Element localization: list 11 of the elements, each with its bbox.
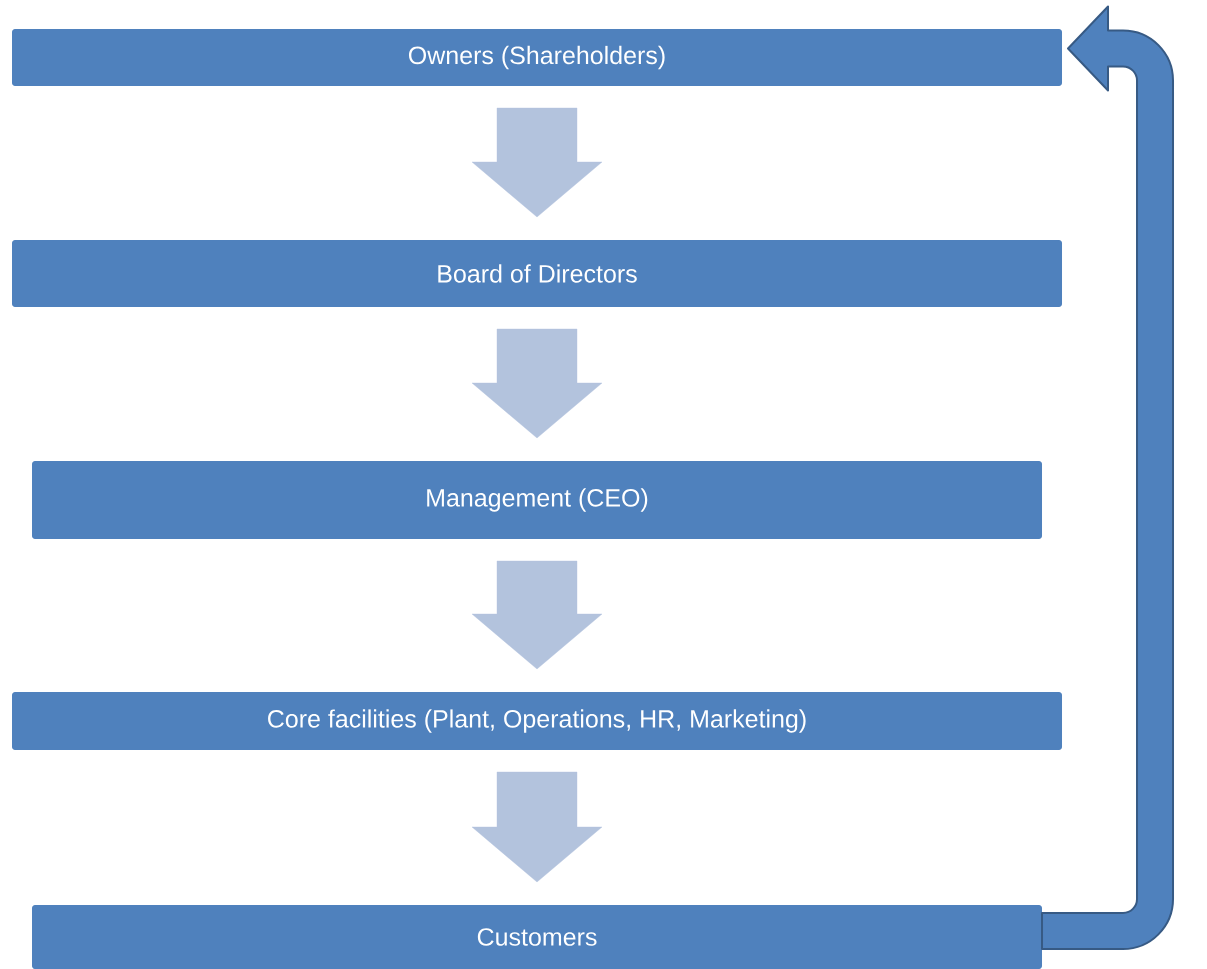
process-box: Board of Directors bbox=[12, 240, 1062, 307]
arrow bbox=[1041, 5, 1174, 950]
arrow bbox=[471, 771, 603, 883]
process-box: Customers bbox=[32, 905, 1042, 969]
arrow bbox=[471, 560, 603, 670]
node-label: Customers bbox=[477, 928, 597, 946]
arrow bbox=[471, 328, 603, 439]
process-box: Management (CEO) bbox=[32, 461, 1042, 539]
process-box: Core facilities (Plant, Operations, HR, Marketing) bbox=[12, 692, 1062, 750]
arrow bbox=[471, 107, 603, 218]
process-box: Owners (Shareholders) bbox=[12, 29, 1062, 86]
